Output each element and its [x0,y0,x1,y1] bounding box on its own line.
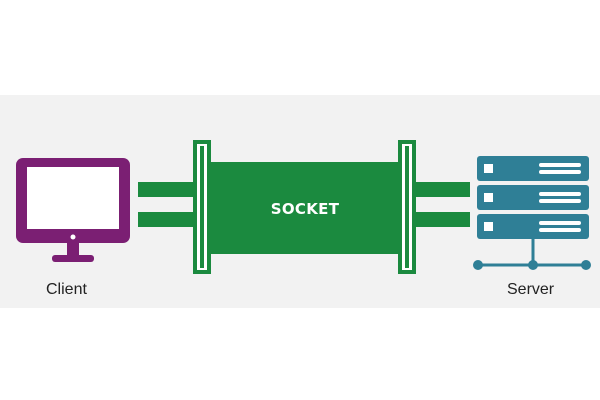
socket-label: SOCKET [270,200,340,218]
server-label: Server [507,281,555,298]
right-connection-pipes [416,182,470,227]
client-label: Client [46,281,87,298]
monitor-icon [16,158,130,262]
socket-tunnel [200,162,408,254]
left-connection-pipes [138,182,194,227]
right-flange [398,140,416,274]
server-rack-icon [473,156,591,270]
left-flange [193,140,211,274]
